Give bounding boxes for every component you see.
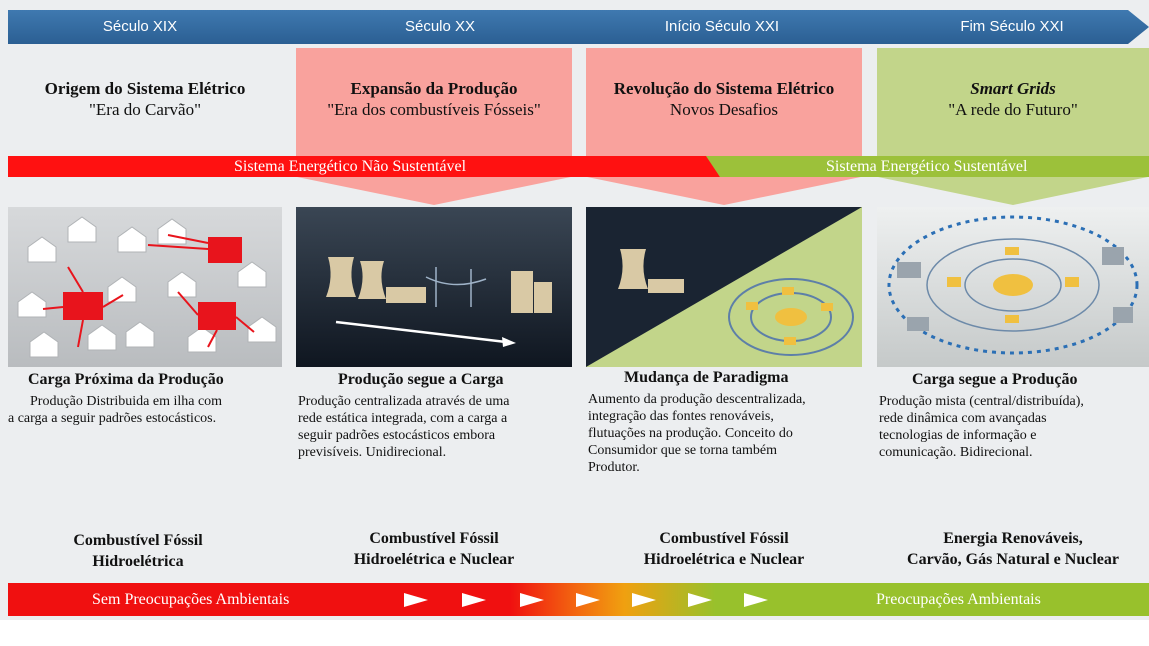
description-line: Produção centralizada através de uma	[298, 394, 510, 409]
fuel-line2: Hidroelétrica e Nuclear	[643, 551, 805, 568]
fuel-line2: Hidroelétrica	[92, 553, 184, 570]
column-bg-early-21st	[586, 48, 862, 205]
progress-arrow-icon	[688, 593, 712, 607]
column-title-late-21st: Smart Grids "A rede do Futuro"	[877, 78, 1149, 120]
title-line1: Revolução do Sistema Elétrico	[613, 79, 835, 98]
progress-arrow-icon	[404, 593, 428, 607]
description-line: rede dinâmica com avançadas	[879, 411, 1047, 426]
title-line2: Novos Desafios	[669, 100, 779, 119]
description-line: seguir padrões estocásticos embora	[298, 428, 496, 443]
description-line: flutuações na produção. Conceito do	[588, 426, 793, 441]
column-subtitle-late-21st: Carga segue a Produção	[912, 371, 1078, 388]
not-sustainable-bar	[8, 156, 720, 177]
era-label-late-21st: Fim Século XXI	[960, 18, 1064, 35]
column-description-early-21st: Aumento da produção descentralizada, int…	[588, 391, 868, 476]
environmental-concern-label: Preocupações Ambientais	[876, 591, 1041, 608]
no-environmental-concern-label: Sem Preocupações Ambientais	[92, 591, 290, 608]
era-label-19th: Século XIX	[102, 18, 178, 35]
distributed-island-illustration	[8, 207, 282, 367]
description-line: Produção mista (central/distribuída),	[879, 394, 1084, 409]
description-line: Consumidor que se torna também	[588, 443, 777, 458]
era-label-20th: Século XX	[404, 18, 476, 35]
column-bg-20th	[296, 48, 572, 205]
description-line: Produção Distribuida em ilha com	[30, 394, 223, 409]
sustainable-bar	[706, 156, 1149, 177]
era-label-early-21st: Início Século XXI	[664, 18, 780, 35]
column-title-20th: Expansão da Produção "Era dos combustíve…	[296, 78, 572, 120]
progress-arrow-icon	[576, 593, 600, 607]
column-subtitle-20th: Produção segue a Carga	[338, 371, 504, 388]
column-description-late-21st: Produção mista (central/distribuída), re…	[879, 393, 1149, 461]
fuel-line1: Combustível Fóssil	[659, 530, 789, 547]
title-line2: "A rede do Futuro"	[948, 100, 1078, 119]
timeline-arrow	[8, 10, 1149, 44]
column-title-early-21st: Revolução do Sistema Elétrico Novos Desa…	[586, 78, 862, 120]
column-subtitle-early-21st: Mudança de Paradigma	[624, 369, 789, 386]
progress-arrow-icon	[632, 593, 656, 607]
centralized-production-illustration	[296, 207, 572, 367]
description-line: tecnologias de informação e	[879, 428, 1037, 443]
description-line: a carga a seguir padrões estocásticos.	[8, 411, 217, 426]
progress-arrow-icon	[462, 593, 486, 607]
column-subtitle-19th: Carga Próxima da Produção	[28, 371, 224, 388]
fuel-label-early-21st: Combustível Fóssil Hidroelétrica e Nucle…	[586, 528, 862, 570]
progress-arrow-icon	[744, 593, 768, 607]
not-sustainable-label: Sistema Energético Não Sustentável	[234, 158, 467, 175]
description-line: Produtor.	[588, 460, 640, 475]
fuel-label-20th: Combustível Fóssil Hidroelétrica e Nucle…	[296, 528, 572, 570]
column-description-20th: Produção centralizada através de uma red…	[298, 393, 578, 461]
column-title-19th: Origem do Sistema Elétrico "Era do Carvã…	[8, 78, 282, 120]
description-line: previsíveis. Unidirecional.	[298, 445, 447, 460]
paradigm-change-illustration	[586, 207, 862, 367]
title-line2: "Era dos combustíveis Fósseis"	[327, 100, 541, 119]
fuel-line2: Hidroelétrica e Nuclear	[353, 551, 515, 568]
description-line: rede estática integrada, com a carga a	[298, 411, 508, 426]
fuel-line1: Combustível Fóssil	[369, 530, 499, 547]
column-bg-late-21st	[877, 48, 1149, 205]
progress-arrow-icon	[520, 593, 544, 607]
smart-grid-illustration	[877, 207, 1149, 367]
fuel-line2: Carvão, Gás Natural e Nuclear	[907, 551, 1119, 568]
title-line1: Smart Grids	[970, 79, 1056, 98]
description-line: comunicação. Bidirecional.	[879, 445, 1033, 460]
fuel-line1: Combustível Fóssil	[73, 532, 203, 549]
column-description-19th: Produção Distribuida em ilha com a carga…	[8, 393, 288, 427]
title-line1: Origem do Sistema Elétrico	[44, 79, 246, 98]
description-line: Aumento da produção descentralizada,	[588, 392, 806, 407]
title-line2: "Era do Carvão"	[88, 100, 202, 119]
fuel-line1: Energia Renováveis,	[943, 530, 1083, 547]
sustainable-label: Sistema Energético Sustentável	[826, 158, 1028, 175]
fuel-label-late-21st: Energia Renováveis, Carvão, Gás Natural …	[877, 528, 1149, 570]
title-line1: Expansão da Produção	[350, 79, 518, 98]
description-line: integração das fontes renováveis,	[588, 409, 774, 424]
fuel-label-19th: Combustível Fóssil Hidroelétrica	[8, 530, 268, 572]
